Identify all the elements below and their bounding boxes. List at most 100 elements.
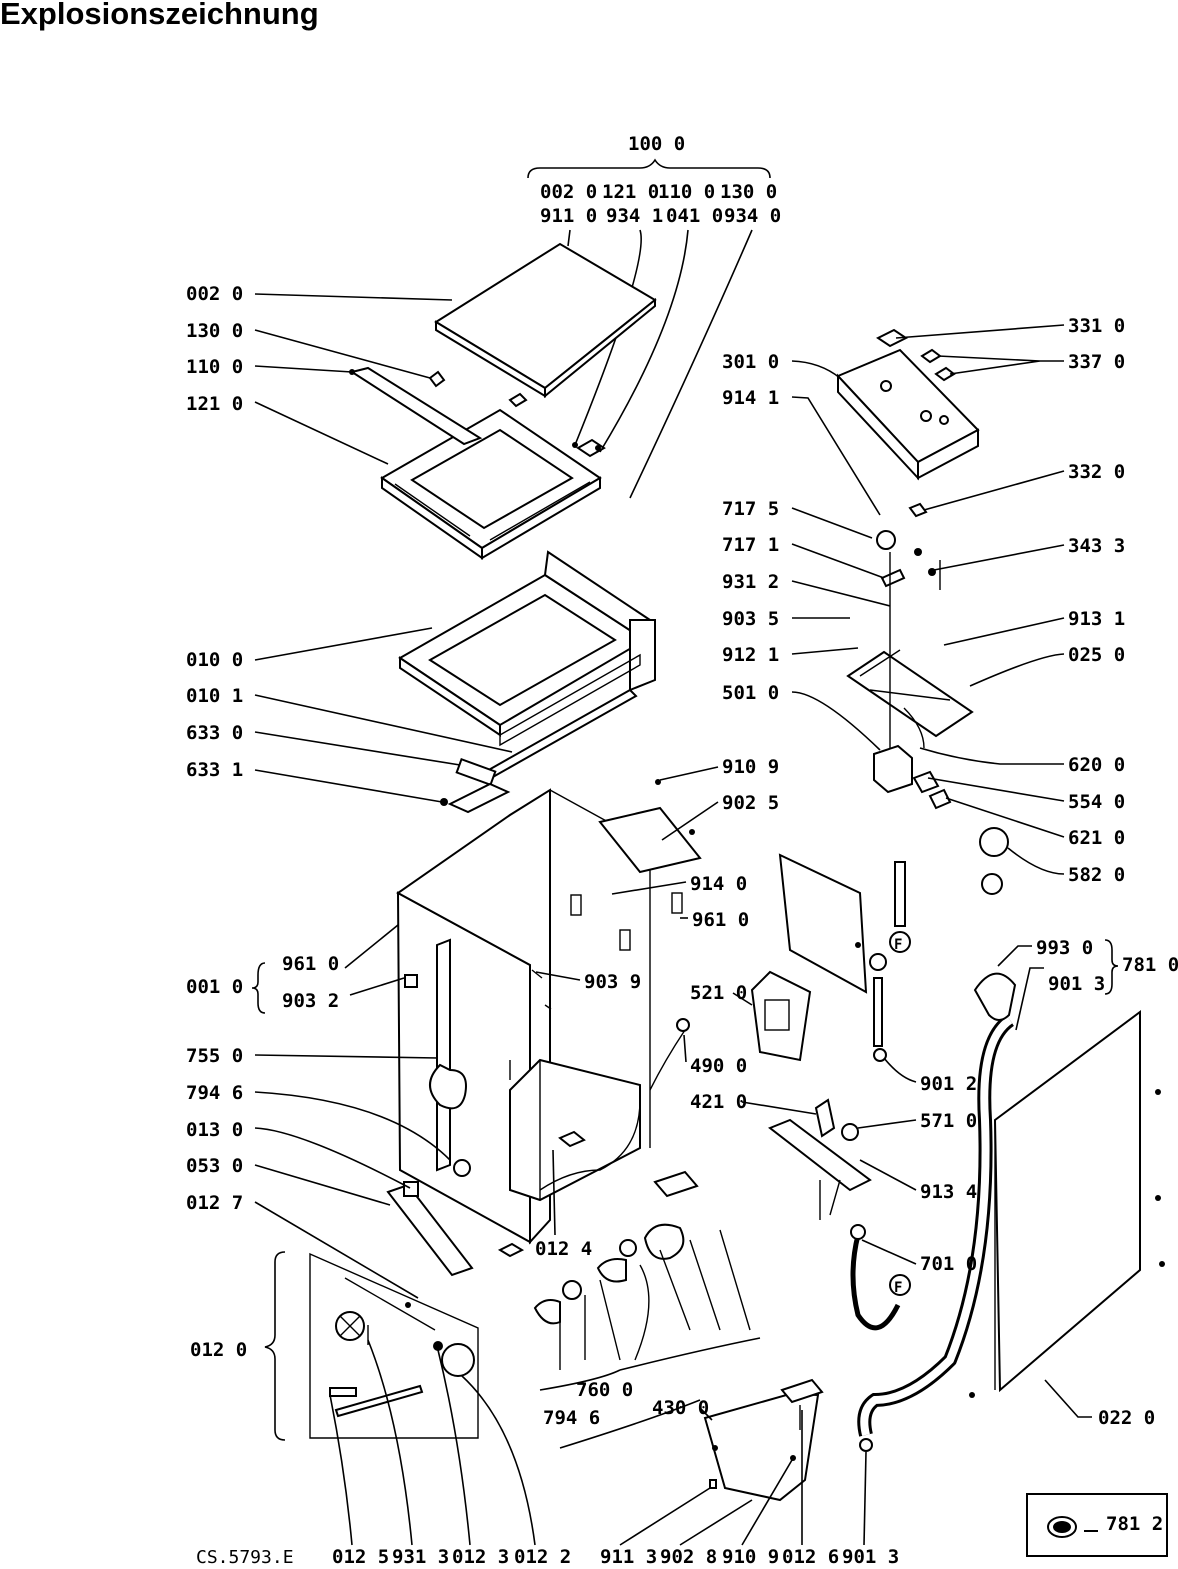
bottom-label: 012 6	[782, 1546, 839, 1568]
label-931-2: 931 2	[722, 571, 779, 593]
label-717-1: 717 1	[722, 534, 779, 556]
bottom-label: 012 2	[514, 1546, 571, 1568]
label-301-0: 301 0	[722, 351, 779, 373]
label-993-0: 993 0	[1036, 937, 1093, 959]
bottom-label: 902 8	[660, 1546, 717, 1568]
group-row1-item: 002 0	[540, 181, 597, 203]
pump-assembly	[533, 1170, 761, 1449]
label-430-0: 430 0	[652, 1397, 709, 1419]
label-337-0: 337 0	[1068, 351, 1125, 373]
inlet-hose: F	[850, 1224, 911, 1331]
label-717-5: 717 5	[722, 498, 779, 520]
label-331-0: 331 0	[1068, 315, 1125, 337]
dispenser-assembly	[846, 502, 974, 810]
bottom-bracket	[703, 1378, 824, 1502]
label-501-0: 501 0	[722, 682, 779, 704]
label-490-0: 490 0	[690, 1055, 747, 1077]
cabinet	[396, 788, 690, 1258]
label-620-0: 620 0	[1068, 754, 1125, 776]
side-panel-large	[969, 1010, 1165, 1398]
label-013-0: 013 0	[186, 1119, 243, 1141]
group-row2-item: 041 0	[666, 205, 723, 227]
label-012-0: 012 0	[190, 1339, 247, 1361]
label-012-7: 012 7	[186, 1192, 243, 1214]
lid-frame	[380, 408, 602, 560]
label-760-0: 760 0	[576, 1379, 633, 1401]
group-header-label: 100 0	[628, 133, 685, 155]
group-brace	[527, 158, 771, 179]
label-121-0: 121 0	[186, 393, 243, 415]
label-903-9: 903 9	[584, 971, 641, 993]
page-title: Explosionszeichnung	[0, 0, 319, 31]
label-633-1: 633 1	[186, 759, 243, 781]
callout-f: F	[894, 1280, 902, 1296]
label-521-0: 521 0	[690, 982, 747, 1004]
group-row2-item: 911 0	[540, 205, 597, 227]
label-701-0: 701 0	[920, 1253, 977, 1275]
label-110-0: 110 0	[186, 356, 243, 378]
legend-label: 781 2	[1106, 1513, 1164, 1535]
label-010-1: 010 1	[186, 685, 243, 707]
label-914-1: 914 1	[722, 387, 779, 409]
label-012-4: 012 4	[535, 1238, 592, 1260]
bottom-label: 901 3	[842, 1546, 899, 1568]
control-panel	[836, 328, 980, 481]
group-row2-item: 934 1	[606, 205, 663, 227]
label-421-0: 421 0	[690, 1091, 747, 1113]
rod-parts: F	[869, 861, 911, 1062]
label-554-0: 554 0	[1068, 791, 1125, 813]
label-633-0: 633 0	[186, 722, 243, 744]
label-053-0: 053 0	[186, 1155, 243, 1177]
bottom-label: 012 3	[452, 1546, 509, 1568]
label-910-9-a: 910 9	[722, 756, 779, 778]
label-914-0: 914 0	[690, 873, 747, 895]
label-343-3: 343 3	[1068, 535, 1125, 557]
group-row1-item: 121 0	[602, 181, 659, 203]
label-912-1: 912 1	[722, 644, 779, 666]
clip-parts	[440, 757, 511, 814]
label-961-0-b: 961 0	[692, 909, 749, 931]
callout-f: F	[894, 937, 902, 953]
pump	[979, 827, 1009, 895]
bottom-label: 911 3	[600, 1546, 657, 1568]
filter-brace	[264, 1251, 286, 1441]
drain-hose	[857, 972, 1017, 1452]
label-621-0: 621 0	[1068, 827, 1125, 849]
bottom-labels: CS.5793.E 012 5 931 3 012 3 012 2 911 3 …	[196, 1339, 899, 1568]
label-913-1: 913 1	[1068, 608, 1125, 630]
label-794-6-b: 794 6	[543, 1407, 600, 1429]
callouts: 002 0 130 0 110 0 121 0 010 0 010 1 633 …	[186, 283, 1178, 1429]
group-header: 100 0 002 0 121 0 110 0 130 0 911 0 934 …	[527, 133, 781, 499]
label-902-5: 902 5	[722, 792, 779, 814]
hose-coupling-icon	[1047, 1516, 1098, 1538]
label-025-0: 025 0	[1068, 644, 1125, 666]
label-901-3-a: 901 3	[1048, 973, 1105, 995]
label-010-0: 010 0	[186, 649, 243, 671]
label-903-2: 903 2	[282, 990, 339, 1012]
bottom-label: 012 5	[332, 1546, 389, 1568]
label-913-4: 913 4	[920, 1181, 977, 1203]
bottom-label: 931 3	[392, 1546, 449, 1568]
bottom-label: 910 9	[722, 1546, 779, 1568]
label-001-0: 001 0	[186, 976, 243, 998]
label-022-0: 022 0	[1098, 1407, 1155, 1429]
label-130-0: 130 0	[186, 320, 243, 342]
group-row2-item: 934 0	[724, 205, 781, 227]
motor-bracket	[768, 1098, 872, 1220]
label-571-0: 571 0	[920, 1110, 977, 1132]
plinth	[386, 1181, 474, 1277]
drawing-code: CS.5793.E	[196, 1547, 294, 1568]
back-bracket	[598, 779, 702, 874]
label-901-2: 901 2	[920, 1073, 977, 1095]
group-row1-item: 110 0	[658, 181, 715, 203]
group-row1-item: 130 0	[720, 181, 777, 203]
label-794-6-a: 794 6	[186, 1082, 243, 1104]
worktop-lid	[434, 242, 657, 399]
label-903-5: 903 5	[722, 608, 779, 630]
label-582-0: 582 0	[1068, 864, 1125, 886]
electronic-module	[750, 970, 812, 1062]
filter-box	[264, 1251, 479, 1441]
door-assembly	[398, 550, 656, 747]
hinge-bar	[349, 366, 606, 458]
